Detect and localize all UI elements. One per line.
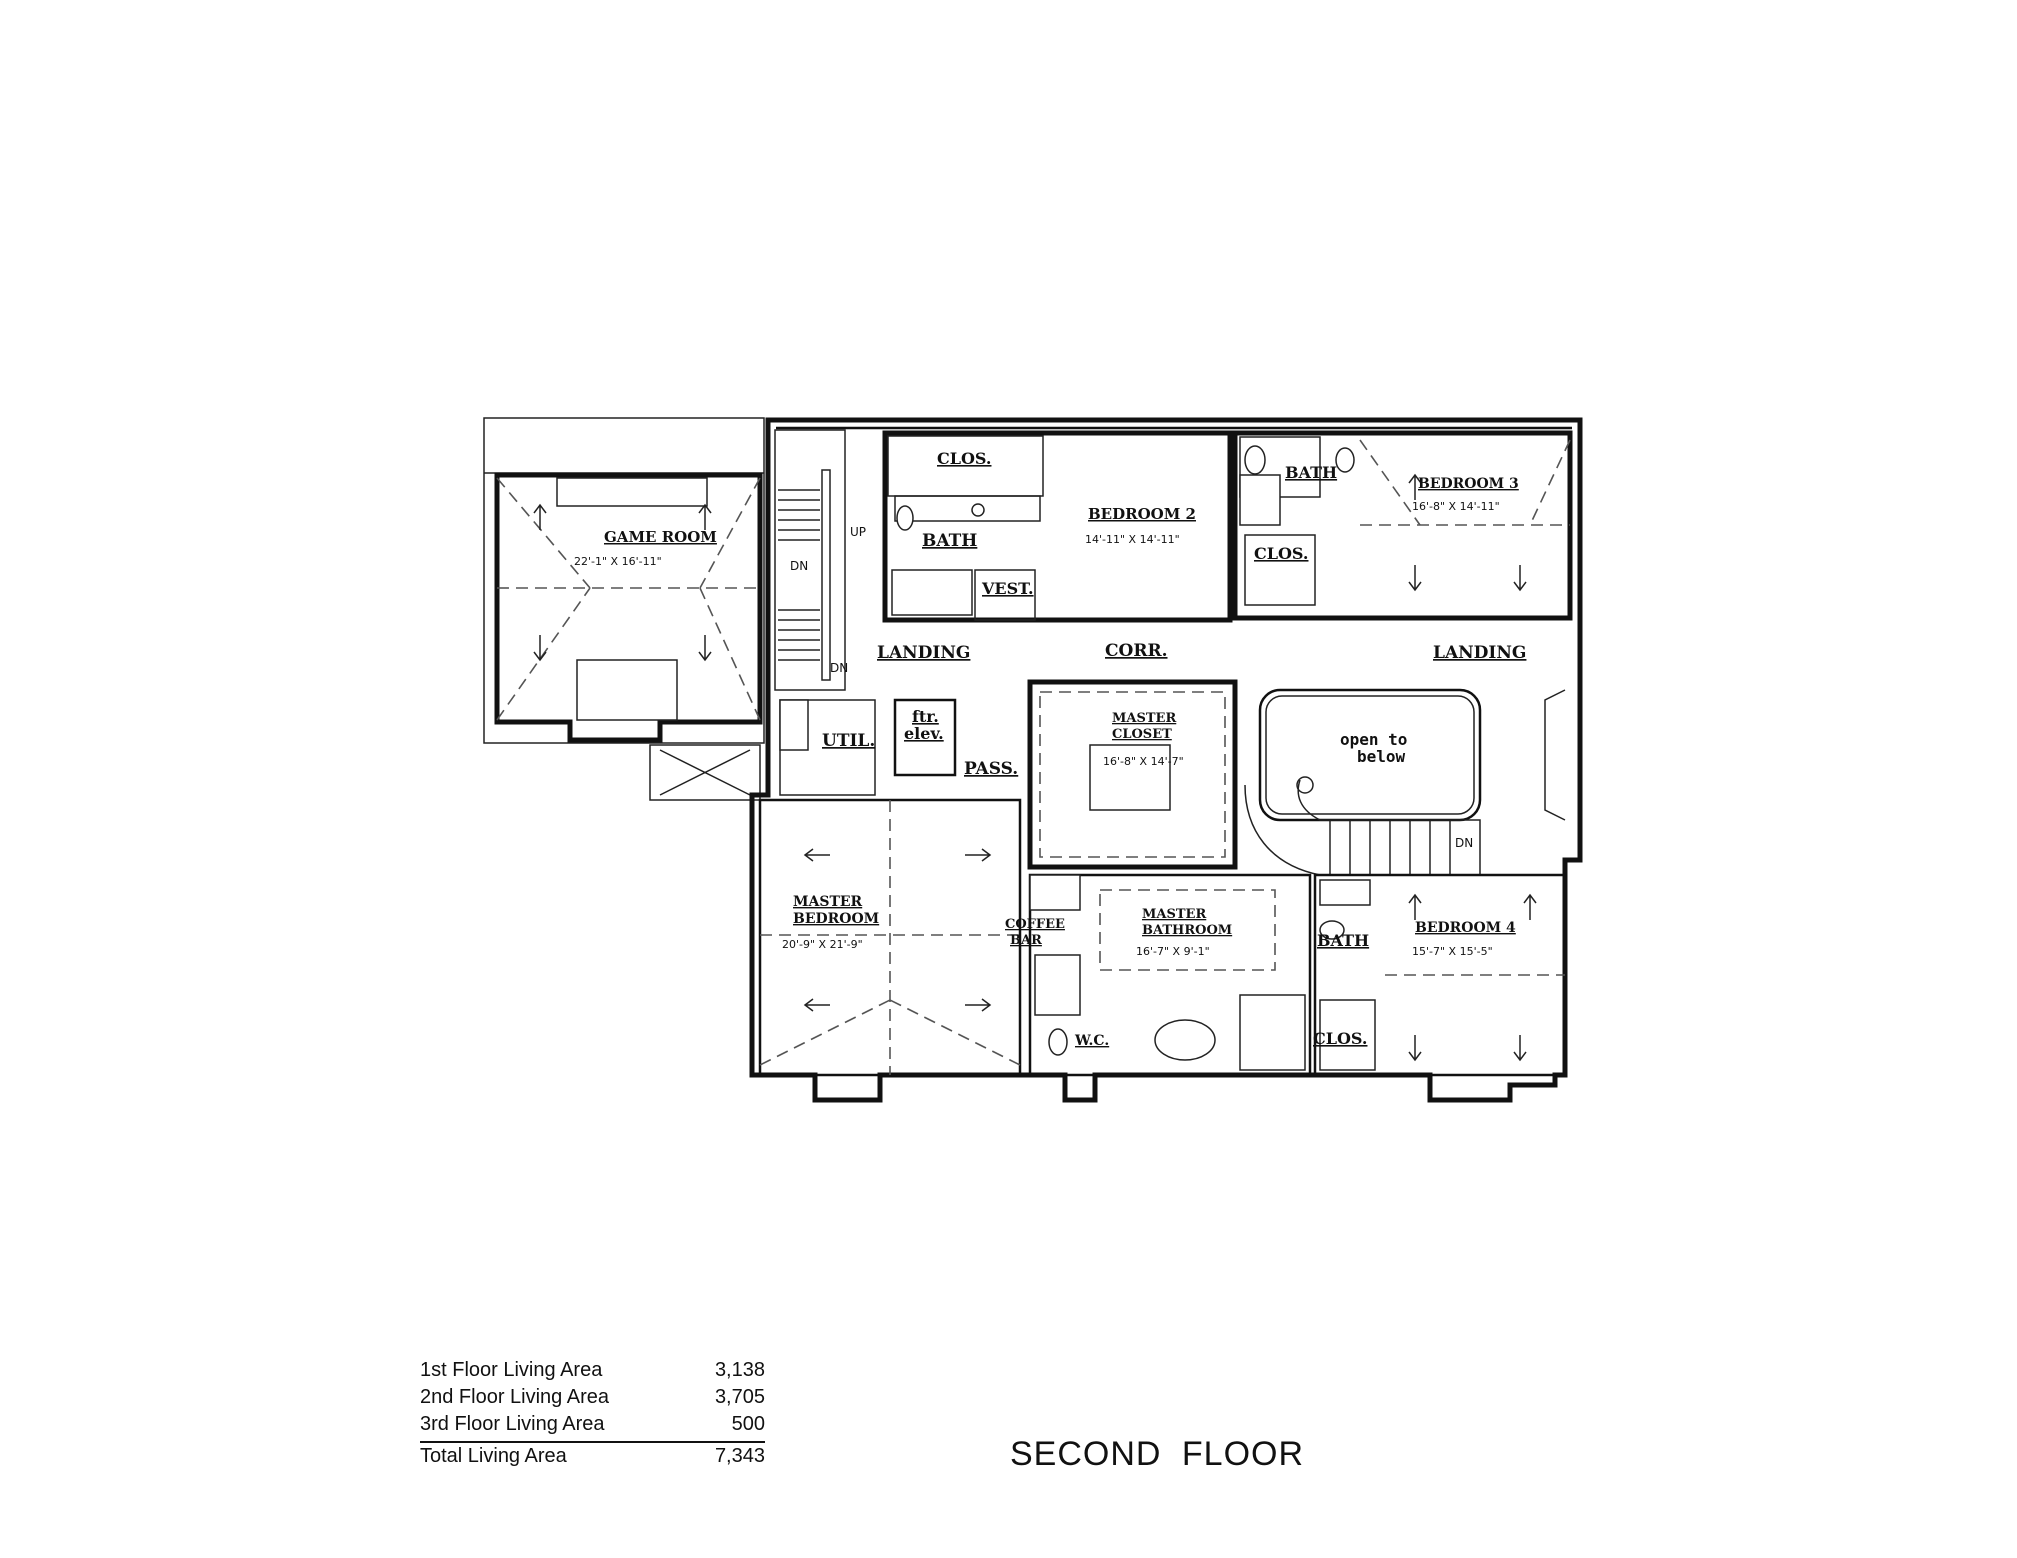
area-row: 1st Floor Living Area 3,138	[420, 1357, 765, 1384]
bedroom-4-label: BEDROOM 4	[1415, 920, 1516, 936]
stair-dn-label-2: DN	[830, 661, 848, 675]
curved-stair	[1244, 779, 1481, 876]
landing-label-1: LANDING	[877, 643, 970, 663]
master-bedroom-label-2: BEDROOM	[793, 911, 879, 927]
game-room-label: GAME ROOM	[604, 528, 717, 546]
open-below-label-2: below	[1357, 747, 1406, 766]
master-closet-label-1: MASTER	[1112, 711, 1176, 726]
master-bathroom-label-1: MASTER	[1142, 907, 1206, 922]
bedroom-2-walls	[882, 430, 1233, 623]
wc-label: W.C.	[1074, 1033, 1109, 1049]
master-closet-walls	[1027, 679, 1238, 870]
area-row-label: 1st Floor Living Area	[420, 1359, 603, 1381]
master-bedroom-label-1: MASTER	[793, 894, 863, 910]
area-total-label: Total Living Area	[420, 1445, 567, 1467]
vest-label: VEST.	[981, 579, 1034, 598]
bath-label-3: BATH	[1317, 931, 1369, 950]
ftr-elev-label-1: ftr.	[912, 707, 939, 726]
game-room-walls	[494, 472, 763, 743]
stair-hall	[774, 429, 846, 691]
stair-dn-label-3: DN	[1455, 836, 1473, 850]
clos-label-1: CLOS.	[937, 449, 991, 468]
floor-title: SECOND FLOOR	[1010, 1435, 1305, 1473]
area-row: 3rd Floor Living Area 500	[420, 1411, 765, 1438]
bath-label-2: BATH	[1285, 463, 1337, 482]
corr-label: CORR.	[1105, 641, 1168, 661]
pass-label: PASS.	[964, 759, 1018, 779]
area-total-value: 7,343	[714, 1445, 765, 1467]
open-below-label-1: open to	[1340, 730, 1407, 749]
area-row-label: 3rd Floor Living Area	[420, 1413, 605, 1435]
area-row-value: 3,138	[714, 1359, 765, 1381]
master-bathroom-dim: 16'-7" X 9'-1"	[1136, 945, 1210, 958]
coffee-bar-label-1: COFFEE	[1005, 917, 1065, 932]
living-area-table: 1st Floor Living Area 3,138 2nd Floor Li…	[420, 1357, 765, 1470]
area-row-label: 2nd Floor Living Area	[420, 1386, 610, 1408]
util-label: UTIL.	[822, 731, 875, 751]
stair-up-label: UP	[850, 525, 866, 539]
bedroom-3-dim: 16'-8" X 14'-11"	[1412, 500, 1500, 513]
exterior-stair	[649, 744, 761, 801]
coffee-bar-label-2: BAR	[1010, 933, 1042, 948]
clos-label-3: CLOS.	[1313, 1029, 1367, 1048]
area-row: 2nd Floor Living Area 3,705	[420, 1384, 765, 1411]
master-bathroom-walls	[1028, 873, 1312, 1077]
freight-elevator	[893, 698, 957, 777]
landing-label-2: LANDING	[1433, 643, 1526, 663]
area-row-value: 500	[731, 1413, 765, 1435]
master-closet-dim: 16'-8" X 14'-7"	[1103, 755, 1184, 768]
bedroom-2-label: BEDROOM 2	[1088, 505, 1196, 523]
area-row-value: 3,705	[714, 1386, 765, 1408]
master-bathroom-label-2: BATHROOM	[1142, 923, 1232, 938]
ftr-elev-label-2: elev.	[904, 724, 944, 743]
stair-dn-label-1: DN	[790, 559, 808, 573]
bedroom-2-dim: 14'-11" X 14'-11"	[1085, 533, 1180, 546]
game-room-outline	[483, 417, 765, 744]
bath-label-1: BATH	[922, 531, 977, 551]
total-divider	[420, 1441, 765, 1443]
bedroom-4-dim: 15'-7" X 15'-5"	[1412, 945, 1493, 958]
area-total-row: Total Living Area 7,343	[420, 1443, 765, 1470]
game-room-dim: 22'-1" X 16'-11"	[574, 555, 662, 568]
master-bedroom-dim: 20'-9" X 21'-9"	[782, 938, 863, 951]
bedroom-3-label: BEDROOM 3	[1418, 476, 1519, 492]
clos-label-2: CLOS.	[1254, 544, 1308, 563]
master-closet-label-2: CLOSET	[1112, 727, 1172, 742]
